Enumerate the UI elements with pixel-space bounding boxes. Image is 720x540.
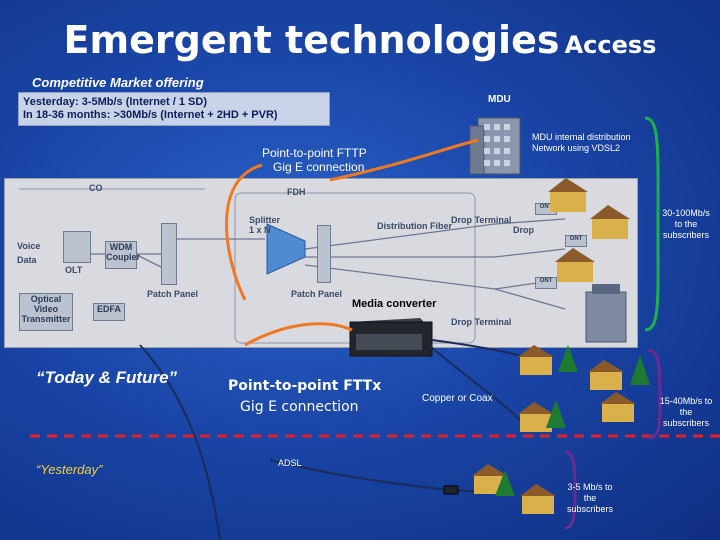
fiber-diagram-panel: CO FDH Voice Data OLT WDM Coupler Optica… <box>4 178 638 348</box>
title-suffix: Access <box>564 31 657 59</box>
optical-label-2: Video <box>33 304 59 314</box>
subtitle: Competitive Market offering <box>32 75 204 90</box>
media-converter-label: Media converter <box>352 298 437 310</box>
patch-panel-1 <box>161 223 177 285</box>
voice-label: Voice <box>17 241 41 251</box>
adsl-label: ADSL <box>278 458 302 468</box>
drop-label: Drop <box>513 225 534 235</box>
patch-panel-2 <box>317 225 331 283</box>
fiber-diagram-lines <box>19 188 566 344</box>
p2p-fttx-line-2: Gig E connection <box>240 399 359 415</box>
splitter-label: Splitter 1 x N <box>249 215 280 235</box>
olt-device <box>63 231 91 263</box>
mdu-building-2 <box>585 284 627 343</box>
drop-terminal-1-label: Drop Terminal <box>451 215 512 225</box>
house-icons <box>472 178 636 514</box>
p2p-fttx-line-1: Point-to-point FTTx <box>228 378 382 394</box>
optical-label-1: Optical <box>30 294 62 304</box>
patch-panel-1-label: Patch Panel <box>147 289 199 299</box>
optical-video-transmitter-box: Optical Video Transmitter <box>19 293 73 331</box>
info-box: Yesterday: 3-5Mb/s (Internet / 1 SD) In … <box>18 92 330 126</box>
today-future-label: “Today & Future” <box>36 368 178 387</box>
drop-terminal-2-label: Drop Terminal <box>451 317 512 327</box>
ont-box-3: ONT <box>535 277 557 289</box>
speed-copper-label: 15-40Mb/s to the subscribers <box>659 396 713 428</box>
wdm-label-1: WDM <box>109 242 133 252</box>
wdm-coupler-box: WDM Coupler <box>105 241 141 269</box>
info-line-1: Yesterday: 3-5Mb/s (Internet / 1 SD) <box>23 96 207 108</box>
mdu-label: MDU <box>488 94 511 105</box>
edfa-box: EDFA <box>93 303 125 321</box>
optical-label-3: Transmitter <box>21 314 71 324</box>
data-label: Data <box>17 255 37 265</box>
patch-panel-2-label: Patch Panel <box>291 289 343 299</box>
mdu-building <box>469 117 521 175</box>
page-title: Emergent technologies Access <box>0 18 720 62</box>
p2p-fttp-label: Point-to-point FTTP Gig E connection <box>262 146 367 174</box>
tree-icons <box>495 345 650 496</box>
speed-adsl-label: 3-5 Mb/s to the subscribers <box>566 482 613 514</box>
splitter-label-1: Splitter <box>249 215 281 225</box>
media-converter-device <box>349 318 433 357</box>
copper-coax-label: Copper or Coax <box>422 393 493 404</box>
title-main: Emergent technologies <box>63 18 560 62</box>
co-label: CO <box>89 183 103 193</box>
ont-box-2: ONT <box>565 235 587 247</box>
speed-fiber-label: 30-100Mb/s to the subscribers <box>662 208 710 240</box>
info-line-2: In 18-36 months: >30Mb/s (Internet + 2HD… <box>23 109 278 121</box>
p2p-fttx-label: Point-to-point FTTx Gig E connection <box>228 376 381 418</box>
p2p-fttp-line-2: Gig E connection <box>273 160 365 174</box>
olt-label: OLT <box>65 265 83 275</box>
distribution-fiber-label: Distribution Fiber <box>377 221 452 231</box>
wdm-label-2: Coupler <box>106 252 141 262</box>
p2p-fttp-line-1: Point-to-point FTTP <box>262 146 367 160</box>
yesterday-label: “Yesterday” <box>36 462 103 477</box>
splitter-label-2: 1 x N <box>249 225 271 235</box>
fdh-label: FDH <box>287 187 306 197</box>
mdu-distribution-label: MDU internal distribution Network using … <box>532 132 631 153</box>
